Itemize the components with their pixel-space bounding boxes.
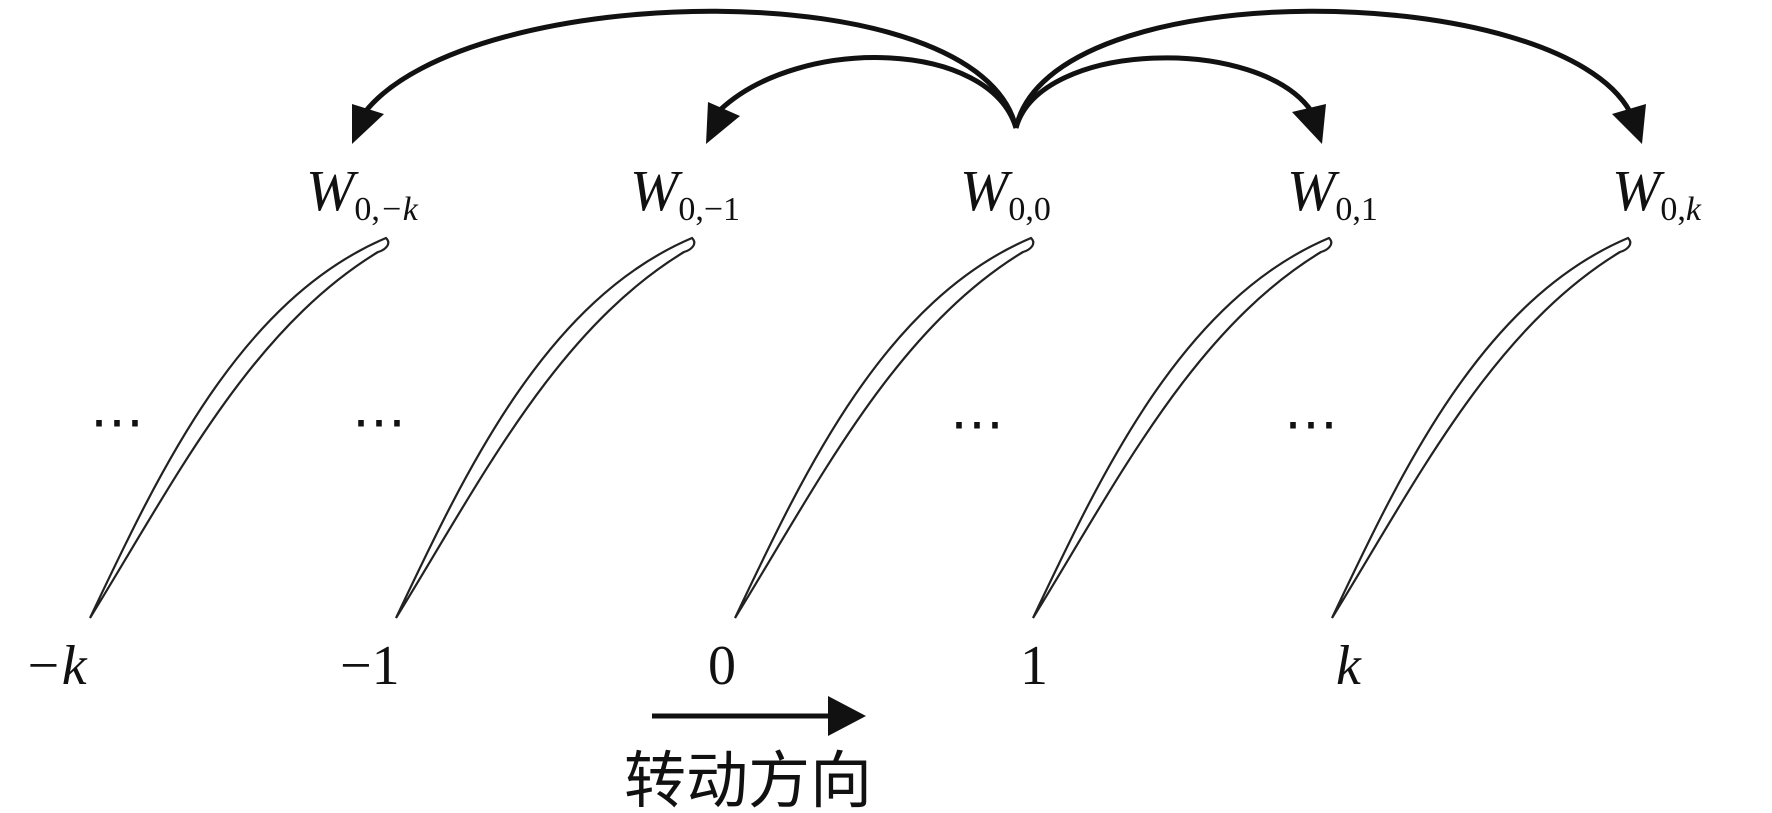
rotation-caption: 转动方向: [624, 744, 872, 813]
rotation-direction: 转动方向: [624, 696, 872, 813]
ellipsis-2: ⋯: [352, 392, 412, 452]
blade-profiles: [89, 236, 1632, 619]
blade-minus-1: [395, 236, 696, 619]
index-k: k: [1336, 635, 1362, 697]
weight-label-0-0: W0,0: [960, 158, 1051, 228]
blade-index-labels: −k −1 0 1 k: [24, 635, 1362, 697]
ellipsis-3: ⋯: [950, 394, 1010, 454]
blade-minus-k: [89, 236, 390, 619]
blade-k: [1331, 236, 1632, 619]
index-minus-1: −1: [340, 635, 400, 697]
weight-label-1: W0,1: [1287, 158, 1378, 228]
arrow-to-w0-k: [1013, 8, 1633, 129]
blade-1: [1032, 236, 1333, 619]
weight-labels: W0,−k W0,−1 W0,0 W0,1 W0,k: [306, 158, 1702, 228]
arrowhead-1: [1292, 104, 1326, 144]
weight-label-minus-k: W0,−k: [306, 158, 419, 228]
arrow-to-w0-1: [1013, 55, 1315, 129]
index-0: 0: [708, 635, 736, 697]
index-minus-k: −k: [24, 635, 88, 697]
influence-arrows: [352, 8, 1646, 144]
blade-0: [734, 236, 1035, 619]
ellipsis-group: ⋯ ⋯ ⋯ ⋯: [90, 392, 1344, 454]
arrow-to-w0-minus-k: [363, 8, 1019, 129]
arrow-to-w0-minus-1: [718, 55, 1019, 129]
ellipsis-4: ⋯: [1284, 394, 1344, 454]
ellipsis-1: ⋯: [90, 392, 150, 452]
rotation-arrowhead: [828, 696, 866, 736]
weight-label-minus-1: W0,−1: [630, 158, 740, 228]
arrowhead-minus-k: [352, 104, 384, 144]
arrowhead-minus-1: [706, 102, 740, 144]
index-1: 1: [1020, 635, 1048, 697]
weight-label-k: W0,k: [1612, 158, 1702, 228]
arrowhead-k: [1612, 104, 1646, 144]
